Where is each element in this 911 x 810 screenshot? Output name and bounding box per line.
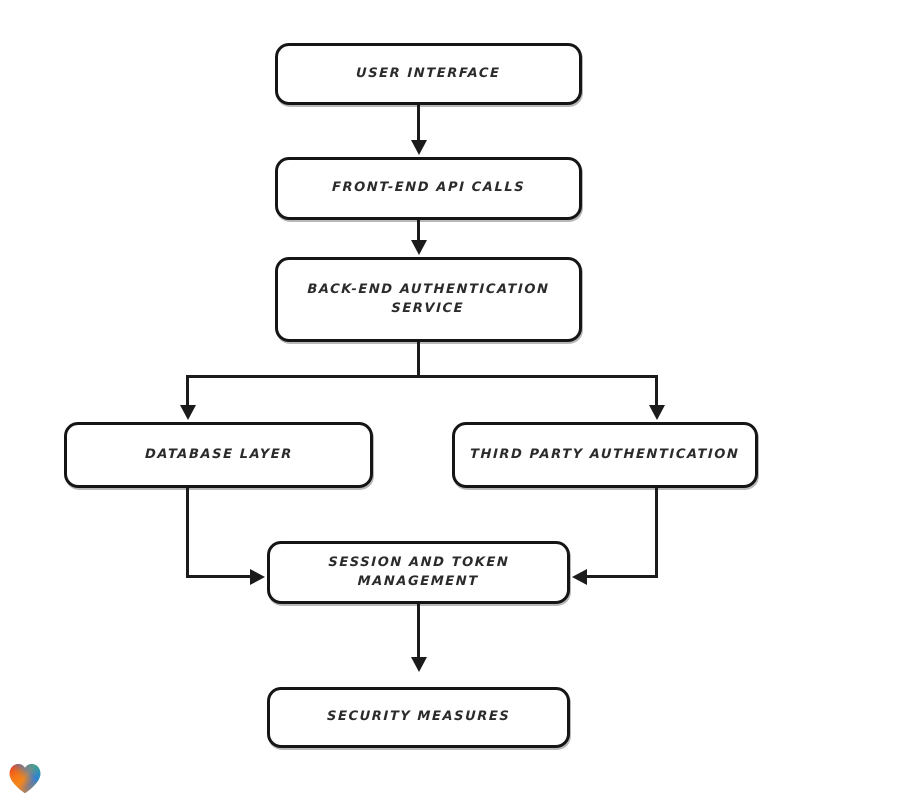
node-label-back-end-auth: Back-End Authentication Service (307, 281, 551, 316)
edge-api-to-backend-arrowhead (411, 240, 427, 255)
node-label-database-layer: Database Layer (144, 446, 293, 462)
node-database-layer[interactable]: Database Layer (64, 422, 373, 488)
edge-session-to-security-line (417, 604, 420, 659)
edge-thirdparty-to-session-hline (586, 575, 658, 578)
node-front-end-api-calls[interactable]: Front-End API Calls (275, 157, 582, 220)
node-label-third-party-auth: Third Party Authentication (470, 446, 740, 462)
edge-api-to-backend-line (417, 220, 420, 242)
node-third-party-auth[interactable]: Third Party Authentication (452, 422, 758, 488)
edge-backend-to-thirdparty-arrowhead (649, 405, 665, 420)
edge-backend-to-database-arrowhead (180, 405, 196, 420)
edge-session-to-security-arrowhead (411, 657, 427, 672)
edge-database-to-session-hline (186, 575, 252, 578)
edge-backend-branch-bus (186, 375, 658, 378)
edge-thirdparty-to-session-vline (655, 488, 658, 578)
edge-backend-branch-trunk (417, 342, 420, 377)
node-label-user-interface: User Interface (356, 65, 502, 81)
edge-ui-to-api-arrowhead (411, 140, 427, 155)
node-back-end-auth[interactable]: Back-End Authentication Service (275, 257, 582, 342)
node-session-token[interactable]: Session and Token Management (267, 541, 570, 604)
node-label-session-token: Session and Token Management (328, 554, 510, 589)
node-label-security-measures: Security Measures (326, 709, 511, 725)
edge-ui-to-api-line (417, 105, 420, 142)
edge-database-to-session-vline (186, 488, 189, 578)
edge-database-to-session-arrowhead (250, 569, 265, 585)
node-label-front-end-api-calls: Front-End API Calls (331, 180, 526, 196)
heart-icon (8, 762, 42, 795)
node-user-interface[interactable]: User Interface (275, 43, 582, 105)
edge-backend-to-thirdparty-line (655, 375, 658, 407)
edge-backend-to-database-line (186, 375, 189, 407)
edge-thirdparty-to-session-arrowhead (572, 569, 587, 585)
node-security-measures[interactable]: Security Measures (267, 687, 570, 748)
